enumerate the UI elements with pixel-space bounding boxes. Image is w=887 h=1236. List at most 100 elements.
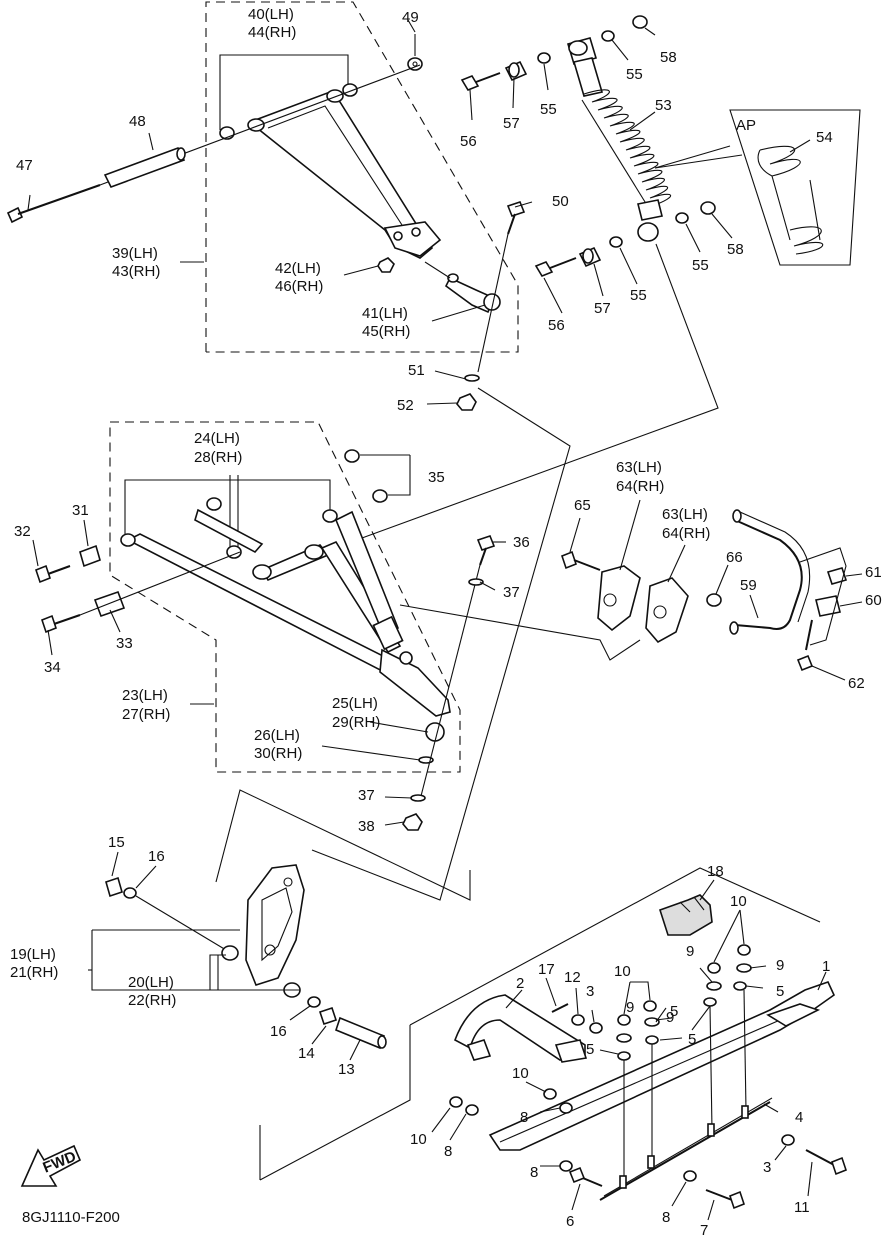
callout-37a: 37 (503, 584, 520, 601)
callout-38: 38 (358, 818, 375, 835)
callout-63a: 63(LH) (616, 459, 662, 476)
upper-arm-group (6, 1, 533, 411)
callout-41: 41(LH) (362, 305, 408, 322)
callout-20: 20(LH) (128, 974, 174, 991)
callout-15: 15 (108, 834, 125, 851)
callout-10a: 10 (730, 893, 747, 910)
callout-35: 35 (428, 469, 445, 486)
callout-64a: 64(RH) (616, 478, 664, 495)
callout-55d: 55 (630, 287, 647, 304)
callout-58b: 58 (727, 241, 744, 258)
callout-64b: 64(RH) (662, 525, 710, 542)
callout-43: 43(RH) (112, 263, 160, 280)
callout-57a: 57 (503, 115, 520, 132)
callout-ap: AP (736, 117, 756, 134)
callout-44: 44(RH) (248, 24, 296, 41)
callout-10b: 10 (614, 963, 631, 980)
callout-39: 39(LH) (112, 245, 158, 262)
callout-58a: 58 (660, 49, 677, 66)
callout-51: 51 (408, 362, 425, 379)
callout-17: 17 (538, 961, 555, 978)
callout-14: 14 (298, 1045, 315, 1062)
callout-33: 33 (116, 635, 133, 652)
callout-21: 21(RH) (10, 964, 58, 981)
callout-16a: 16 (148, 848, 165, 865)
callout-8a: 8 (520, 1109, 528, 1126)
callout-60: 60 (865, 592, 882, 609)
callout-45: 45(RH) (362, 323, 410, 340)
callout-5a: 5 (776, 983, 784, 1000)
callout-9c: 9 (666, 1009, 674, 1026)
callout-59: 59 (740, 577, 757, 594)
callout-49: 49 (402, 9, 419, 26)
callout-56b: 56 (548, 317, 565, 334)
spindle-group (88, 789, 471, 1061)
ski-group (259, 867, 847, 1221)
callout-24: 24(LH) (194, 430, 240, 447)
callout-31: 31 (72, 502, 89, 519)
callout-46: 46(RH) (275, 278, 323, 295)
callout-37b: 37 (358, 787, 375, 804)
callout-42: 42(LH) (275, 260, 321, 277)
callout-50: 50 (552, 193, 569, 210)
callout-23: 23(LH) (122, 687, 168, 704)
callout-1: 1 (822, 958, 830, 975)
callout-18: 18 (707, 863, 724, 880)
callout-labels: 40(LH) 44(RH) 49 48 47 39(LH) 43(RH) 42(… (10, 6, 882, 1236)
callout-13: 13 (338, 1061, 355, 1078)
callout-55b: 55 (540, 101, 557, 118)
callout-40: 40(LH) (248, 6, 294, 23)
fwd-label: FWD (40, 1148, 78, 1177)
callout-47: 47 (16, 157, 33, 174)
callout-28: 28(RH) (194, 449, 242, 466)
callout-5d: 5 (586, 1041, 594, 1058)
callout-34: 34 (44, 659, 61, 676)
callout-3b: 3 (763, 1159, 771, 1176)
callout-16b: 16 (270, 1023, 287, 1040)
callout-57b: 57 (594, 300, 611, 317)
callout-9b: 9 (776, 957, 784, 974)
callout-65: 65 (574, 497, 591, 514)
callout-5b: 5 (670, 1003, 678, 1020)
lower-arm-group (32, 421, 506, 831)
stabilizer-group (399, 499, 863, 681)
callout-8c: 8 (530, 1164, 538, 1181)
callout-8d: 8 (662, 1209, 670, 1226)
callout-53: 53 (655, 97, 672, 114)
callout-27: 27(RH) (122, 706, 170, 723)
callout-62: 62 (848, 675, 865, 692)
callout-30: 30(RH) (254, 745, 302, 762)
callout-32: 32 (14, 523, 31, 540)
callout-29: 29(RH) (332, 714, 380, 731)
callout-48: 48 (129, 113, 146, 130)
callout-7: 7 (700, 1222, 708, 1236)
shock-absorber-group (311, 15, 861, 901)
callout-63b: 63(LH) (662, 506, 708, 523)
callout-54: 54 (816, 129, 833, 146)
callout-9d: 9 (626, 999, 634, 1016)
callout-55c: 55 (692, 257, 709, 274)
callout-56a: 56 (460, 133, 477, 150)
callout-66: 66 (726, 549, 743, 566)
callout-19: 19(LH) (10, 946, 56, 963)
callout-11: 11 (794, 1199, 810, 1216)
callout-22: 22(RH) (128, 992, 176, 1009)
callout-10c: 10 (512, 1065, 529, 1082)
callout-8b: 8 (444, 1143, 452, 1160)
callout-5c: 5 (688, 1031, 696, 1048)
fwd-arrow-icon: FWD (20, 1144, 82, 1187)
callout-6: 6 (566, 1213, 574, 1230)
callout-61: 61 (865, 564, 882, 581)
callout-25: 25(LH) (332, 695, 378, 712)
callout-26: 26(LH) (254, 727, 300, 744)
callout-9a: 9 (686, 943, 694, 960)
callout-52: 52 (397, 397, 414, 414)
callout-2: 2 (516, 975, 524, 992)
callout-12: 12 (564, 969, 581, 986)
drawing-code: 8GJ1110-F200 (22, 1209, 120, 1226)
callout-55a: 55 (626, 66, 643, 83)
callout-3a: 3 (586, 983, 594, 1000)
callout-4: 4 (795, 1109, 803, 1126)
callout-10d: 10 (410, 1131, 427, 1148)
